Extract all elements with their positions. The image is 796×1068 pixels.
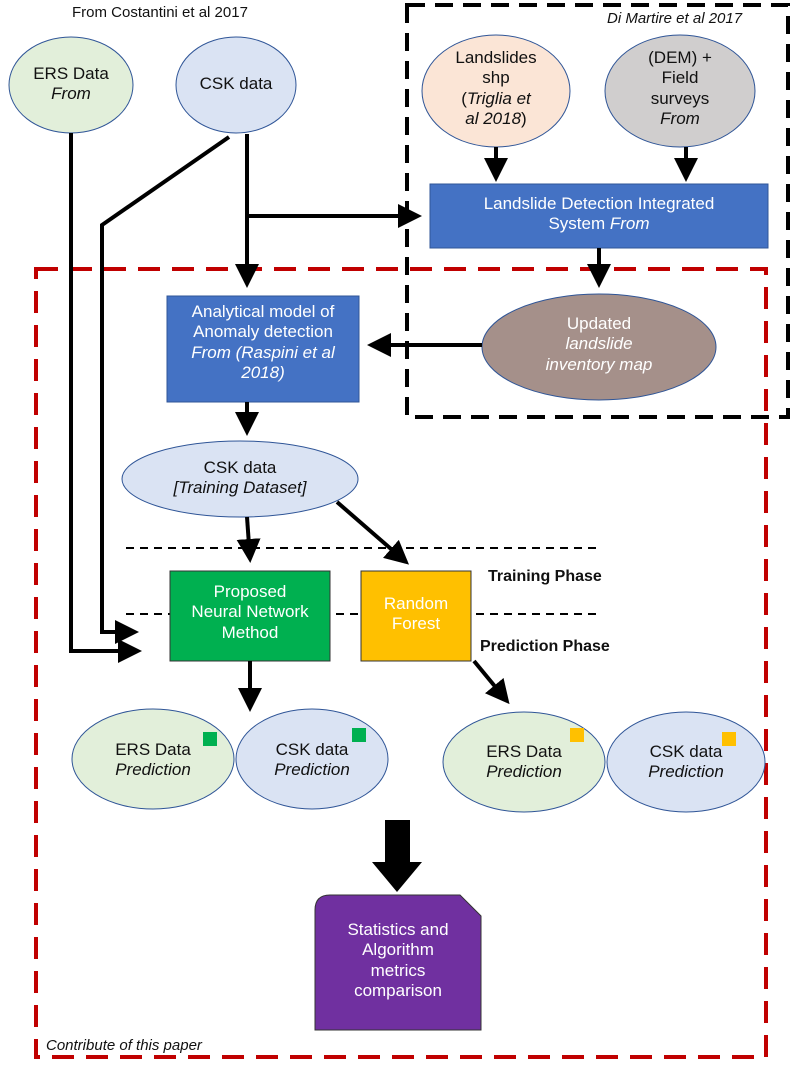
arrow-csk-to-neural — [100, 135, 231, 644]
csk-training-ellipse — [121, 440, 359, 518]
dem-label: (DEM) + Field surveys From — [648, 48, 712, 129]
random-forest-box — [360, 570, 472, 662]
green-marker-ers — [203, 732, 217, 746]
arrow-ers-to-neural — [69, 133, 142, 663]
green-marker-csk — [352, 728, 366, 742]
arrow-forest-to-prediction — [472, 659, 510, 705]
arrow-csk-training-to-neural — [236, 516, 261, 563]
statistics-box — [314, 894, 482, 1031]
dem-ellipse — [604, 34, 756, 148]
neural-network-label: Proposed Neural Network Method — [191, 582, 309, 642]
csk-data-top-label: CSK data — [199, 74, 273, 93]
analytical-model-label: Analytical model of Anomaly detection Fr… — [191, 302, 335, 383]
orange-marker-ers — [570, 728, 584, 742]
landslides-shp-label: Landslides shp (Triglia et al 2018) — [455, 48, 537, 129]
contribute-label: Contribute of this paper — [46, 1037, 202, 1054]
arrow-csk-training-to-forest — [335, 500, 410, 565]
ldis-label: Landslide Detection Integrated System Fr… — [483, 194, 715, 234]
pred-csk-nn-ellipse — [235, 708, 389, 810]
statistics-label: Statistics and Algorithm metrics compari… — [347, 920, 449, 1001]
source-right-label: Di Martire et al 2017 — [607, 10, 743, 27]
training-phase-label: Training Phase — [488, 568, 602, 585]
analytical-model-box — [166, 295, 360, 403]
pred-ers-rf-ellipse — [442, 711, 606, 813]
csk-data-top-ellipse — [175, 36, 297, 134]
csk-training-label: CSK data [Training Dataset] — [173, 458, 307, 498]
big-arrow-to-statistics — [372, 820, 422, 892]
prediction-phase-label: Prediction Phase — [480, 638, 610, 655]
ldis-box — [429, 183, 769, 249]
random-forest-label: Random Forest — [383, 594, 449, 634]
updated-inventory-label: Updated landslide inventory map — [545, 314, 653, 374]
source-left-label: From Costantini et al 2017 — [72, 4, 248, 21]
orange-marker-csk — [722, 732, 736, 746]
pred-ers-nn-ellipse — [71, 708, 235, 810]
contribution-dashed-frame — [34, 267, 768, 1059]
